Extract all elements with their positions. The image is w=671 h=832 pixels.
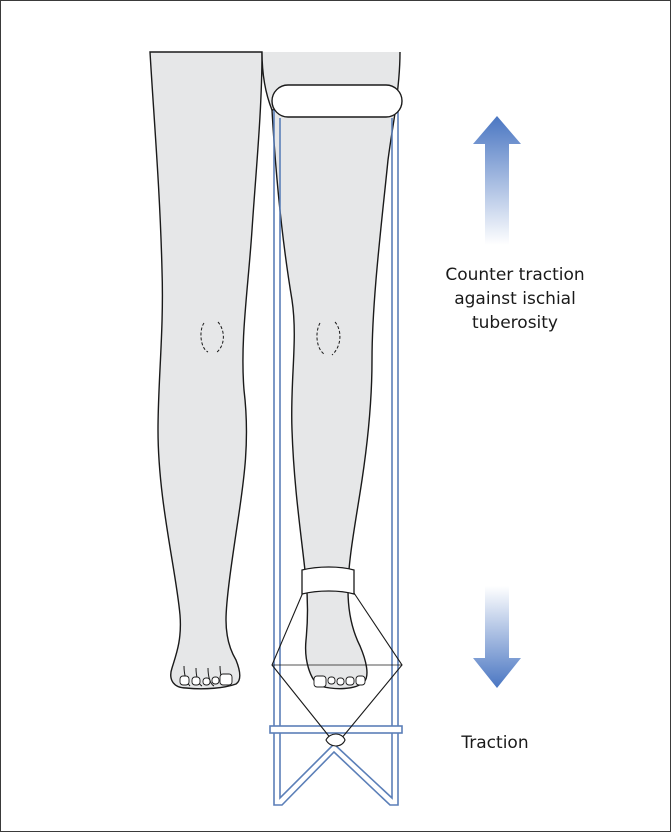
right-toenail (314, 676, 326, 687)
arrow-down-icon (473, 586, 521, 688)
ankle-pad (302, 567, 354, 594)
thigh-ring-pad (272, 85, 402, 117)
left-toenail (180, 676, 189, 685)
counter-traction-line-1: Counter traction (405, 263, 625, 287)
traction-label: Traction (440, 731, 550, 755)
counter-traction-line-3: tuberosity (405, 311, 625, 335)
counter-traction-line-2: against ischial (405, 287, 625, 311)
counter-traction-label: Counter traction against ischial tuberos… (405, 263, 625, 335)
right-leg (262, 52, 400, 689)
arrow-up-icon (473, 116, 521, 245)
left-leg (150, 52, 262, 689)
